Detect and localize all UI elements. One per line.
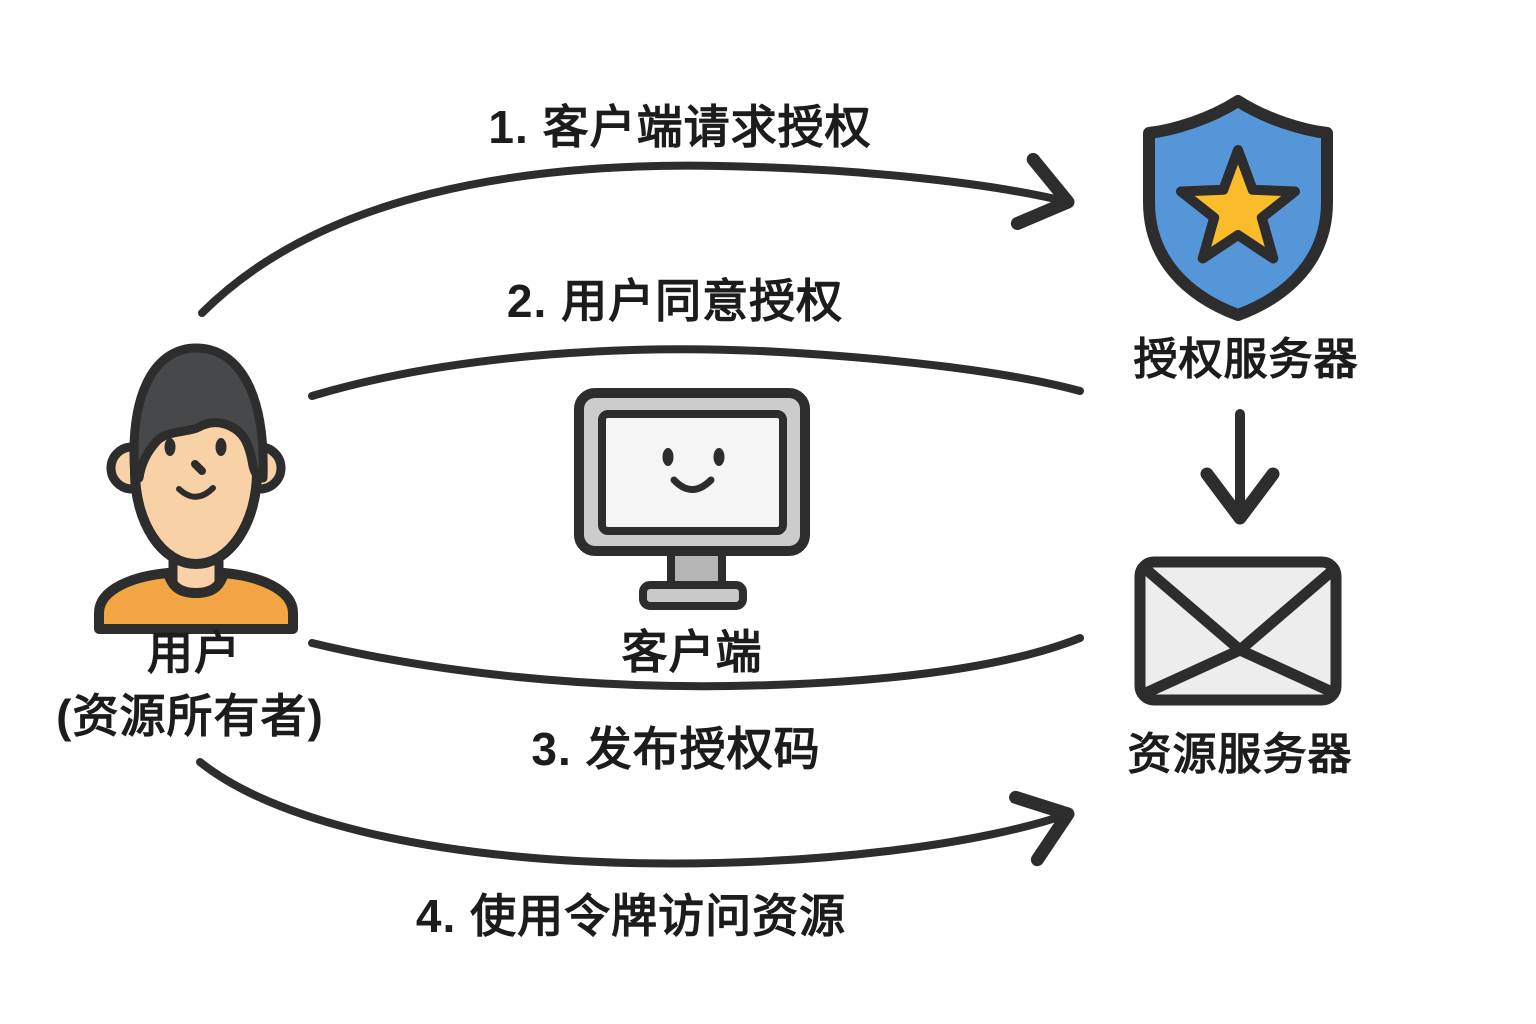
envelope-icon bbox=[1134, 556, 1342, 706]
user-entity-sublabel: (资源所有者) bbox=[56, 690, 324, 742]
resource-server-entity-label: 资源服务器 bbox=[1127, 730, 1353, 779]
step1-label: 1. 客户端请求授权 bbox=[488, 101, 872, 153]
arrow-step4 bbox=[196, 758, 1075, 868]
user-entity-label: 用户 bbox=[147, 627, 241, 679]
auth-server-entity-label: 授权服务器 bbox=[1133, 335, 1359, 384]
arrow-step1 bbox=[198, 152, 1075, 317]
monitor-face-icon bbox=[574, 388, 810, 610]
line-step3 bbox=[308, 634, 1084, 691]
step3-label: 3. 发布授权码 bbox=[531, 723, 821, 775]
client-entity-label: 客户端 bbox=[621, 626, 763, 678]
line-step2 bbox=[308, 345, 1084, 400]
shield-star-icon bbox=[1143, 95, 1333, 321]
step2-label: 2. 用户同意授权 bbox=[506, 275, 844, 327]
step4-label: 4. 使用令牌访问资源 bbox=[415, 890, 847, 942]
person-icon bbox=[94, 343, 298, 634]
